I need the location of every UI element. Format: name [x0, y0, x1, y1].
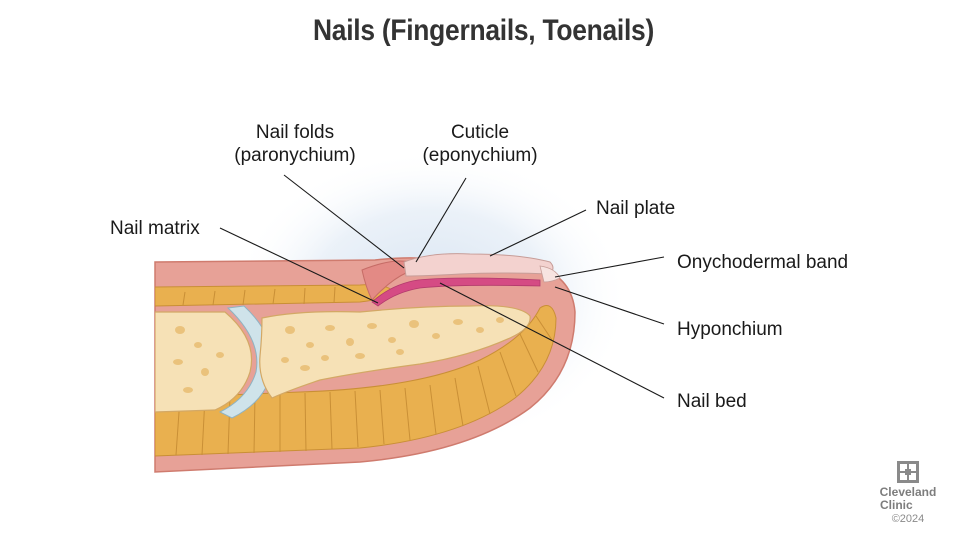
logo-brand-line2: Clinic — [880, 498, 913, 512]
label-nail-plate: Nail plate — [596, 198, 676, 219]
diagram-title: Nails (Fingernails, Toenails) — [313, 14, 654, 47]
label-nail-matrix: Nail matrix — [110, 218, 200, 239]
label-nail-bed: Nail bed — [677, 391, 747, 412]
leader-nail-folds — [283, 174, 405, 269]
leader-hyponchium — [554, 286, 665, 325]
leader-nail-matrix — [219, 227, 379, 304]
onychodermal-band-tissue — [539, 265, 561, 283]
leader-nail-plate — [489, 209, 587, 257]
label-hyponchium: Hyponchium — [677, 319, 783, 340]
cleveland-clinic-logo: Cleveland Clinic ©2024 — [872, 461, 944, 526]
logo-brand-line1: Cleveland — [879, 485, 937, 499]
leader-onychodermal-band — [554, 256, 665, 278]
cleveland-clinic-logo-icon — [897, 461, 919, 483]
label-nail-folds: Nail folds (paronychium) — [234, 122, 356, 166]
nail-matrix-tissue — [371, 277, 541, 307]
fingertip-fat-pad — [155, 305, 557, 457]
nail-plate-tissue — [403, 253, 554, 277]
leader-cuticle — [415, 177, 467, 263]
label-onychodermal-band: Onychodermal band — [677, 252, 849, 273]
copyright-text: ©2024 — [891, 513, 925, 525]
nail-fold-tissue — [361, 260, 411, 301]
label-cuticle: Cuticle (eponychium) — [422, 122, 538, 166]
leader-nail-bed — [439, 282, 665, 399]
